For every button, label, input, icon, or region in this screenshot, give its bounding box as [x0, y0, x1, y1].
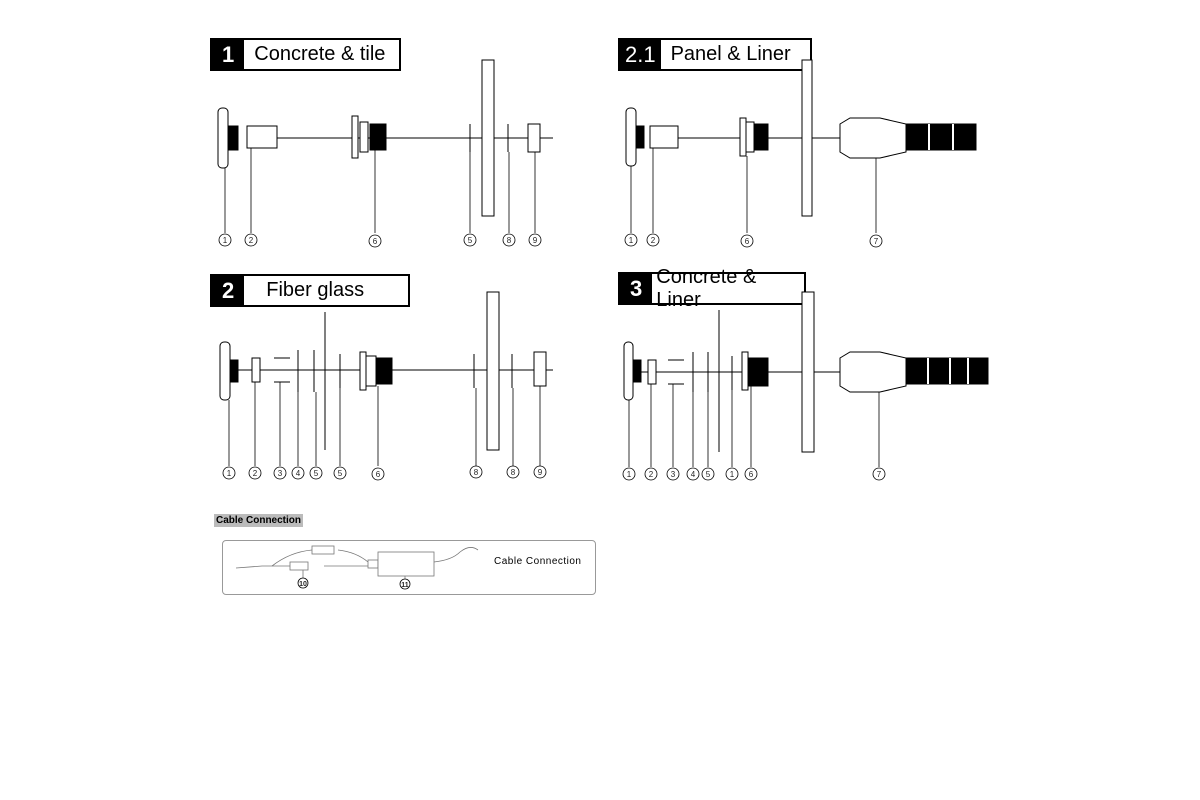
section-title: Concrete & tile [254, 43, 386, 65]
section-2-header: 2 Fiber glass [210, 274, 410, 307]
callout-label: 4 [296, 469, 301, 478]
callout-label: 6 [376, 470, 381, 479]
section-number: 2 [212, 276, 245, 305]
callout-label: 1 [227, 469, 232, 478]
callout-label: 1 [629, 236, 634, 245]
callout-circles [218, 233, 886, 481]
callout-label: 11 [401, 582, 409, 589]
cable-drawing: 10 11 [235, 545, 479, 590]
callout-label: 6 [749, 470, 754, 479]
callout-label: 7 [877, 470, 882, 479]
callout-label: 9 [533, 236, 538, 245]
callout-label: 6 [373, 237, 378, 246]
callout-label: 5 [338, 469, 343, 478]
callout-label: 5 [468, 236, 473, 245]
cable-connection-box [222, 540, 596, 595]
callout-label: 3 [278, 469, 283, 478]
section-title: Panel & Liner [670, 43, 791, 65]
callout-label: 1 [730, 470, 735, 479]
callout-label: 9 [538, 468, 543, 477]
callout-labels: 1 2 6 5 8 9 1 2 3 4 5 5 6 8 8 9 1 2 6 7 … [223, 236, 882, 479]
cable-connection-label: Cable Connection [494, 556, 582, 567]
callout-label: 7 [874, 237, 879, 246]
section-number: 1 [212, 40, 245, 69]
callout-label: 4 [691, 470, 696, 479]
callout-label: 2 [651, 236, 656, 245]
diagram-concrete-liner [623, 291, 989, 467]
section-title: Fiber glass [266, 279, 365, 301]
callout-label: 2 [249, 236, 254, 245]
cable-connection-heading: Cable Connection [214, 514, 304, 527]
callout-label: 5 [314, 469, 319, 478]
section-2-1-header: 2.1 Panel & Liner [618, 38, 812, 71]
diagram-fiber-glass [219, 291, 553, 466]
callout-label: 1 [627, 470, 632, 479]
callout-label: 10 [299, 581, 307, 588]
callout-label: 3 [671, 470, 676, 479]
section-number: 3 [620, 274, 653, 303]
callout-label: 8 [511, 468, 516, 477]
diagram-concrete-tile [217, 59, 553, 233]
callout-label: 6 [745, 237, 750, 246]
callout-label: 8 [507, 236, 512, 245]
callout-label: 2 [253, 469, 258, 478]
callout-label: 5 [706, 470, 711, 479]
section-number: 2.1 [620, 40, 661, 69]
callout-label: 8 [474, 468, 479, 477]
callout-label: 1 [223, 236, 228, 245]
section-1-header: 1 Concrete & tile [210, 38, 401, 71]
callout-label: 2 [649, 470, 654, 479]
diagram-panel-liner [625, 59, 977, 233]
